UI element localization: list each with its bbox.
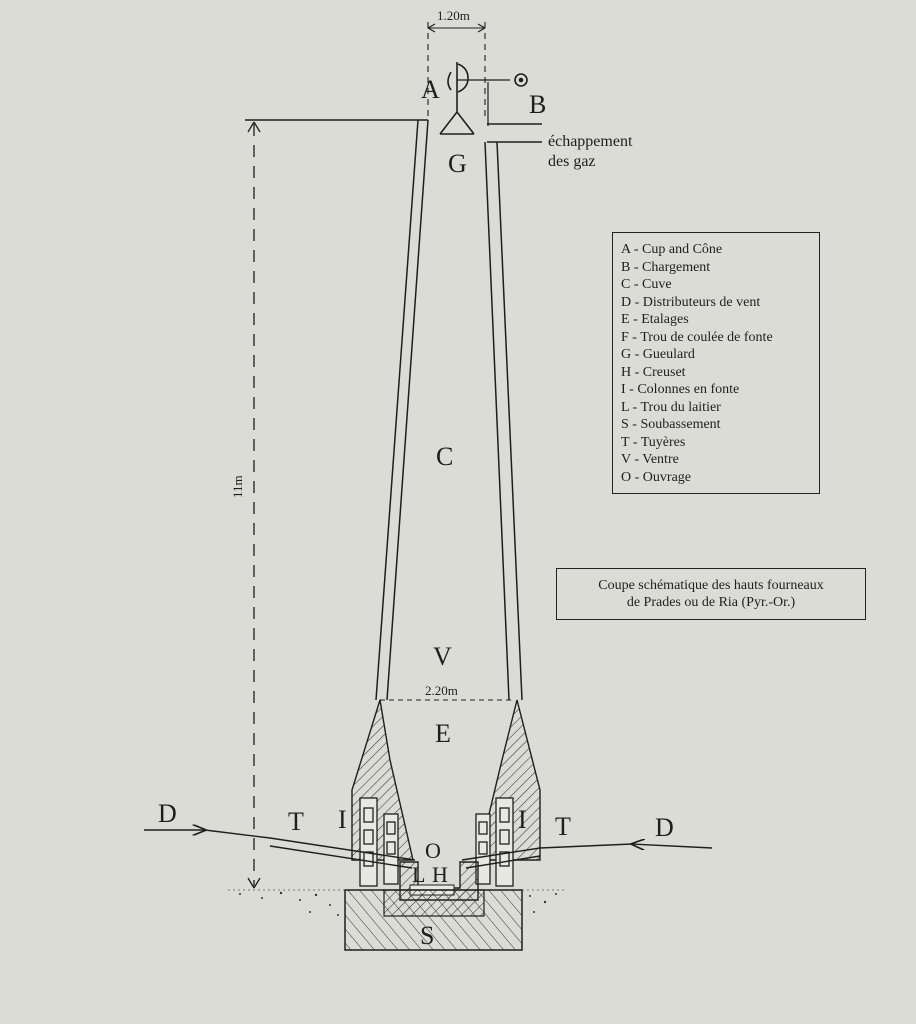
label-O: O	[425, 838, 441, 863]
legend-box: A - Cup and Cône B - Chargement C - Cuve…	[612, 232, 820, 494]
label-S: S	[420, 921, 434, 950]
legend-item: C - Cuve	[621, 277, 672, 292]
label-T-left: T	[288, 807, 304, 836]
air-pipe-right	[632, 844, 713, 848]
height-label: 11m	[230, 475, 245, 498]
legend-item: O - Ouvrage	[621, 469, 691, 485]
shaft-left-wall	[375, 119, 429, 701]
label-I-right: I	[518, 805, 527, 834]
legend-item: V - Ventre	[621, 452, 679, 467]
label-G: G	[448, 149, 467, 178]
cup-and-cone	[439, 62, 528, 135]
label-E: E	[435, 719, 451, 748]
shaft-right-wall	[484, 141, 523, 701]
label-V: V	[433, 642, 452, 671]
gas-exhaust-label-1: échappement	[548, 133, 633, 150]
ground	[228, 889, 566, 916]
belly-width-label: 2.20m	[425, 683, 458, 698]
columns-left	[359, 797, 399, 887]
legend-item: T - Tuyères	[621, 434, 686, 450]
label-T-right: T	[555, 812, 571, 841]
tuyere-left	[204, 829, 416, 869]
legend-item: D - Distributeurs de vent	[621, 294, 761, 310]
tuyere-right	[461, 843, 633, 869]
legend-item: G - Gueulard	[621, 347, 695, 362]
label-A: A	[421, 75, 440, 104]
label-C: C	[436, 442, 453, 471]
top-width-label: 1.20m	[437, 8, 470, 23]
label-B: B	[529, 90, 546, 119]
caption-box: Coupe schématique des hauts fourneaux de…	[556, 568, 866, 620]
label-I-left: I	[338, 805, 347, 834]
legend-item: L - Trou du laitier	[621, 399, 721, 415]
legend-item: H - Creuset	[621, 364, 686, 380]
legend-item: E - Etalages	[621, 312, 689, 327]
label-D-right: D	[655, 813, 674, 842]
legend-item: F - Trou de coulée de fonte	[621, 329, 773, 345]
columns-right	[475, 797, 514, 887]
label-D-left: D	[158, 799, 177, 828]
caption-line-1: Coupe schématique des hauts fourneaux	[598, 578, 824, 593]
caption-line-2: de Prades ou de Ria (Pyr.-Or.)	[626, 595, 796, 610]
legend-item: I - Colonnes en fonte	[621, 382, 740, 397]
legend-item: B - Chargement	[621, 259, 711, 275]
legend-item: A - Cup and Cône	[621, 242, 723, 257]
label-L: L	[412, 862, 425, 887]
legend-item: S - Soubassement	[621, 417, 721, 432]
label-H: H	[432, 862, 448, 887]
gas-exhaust-label-2: des gaz	[548, 153, 596, 170]
